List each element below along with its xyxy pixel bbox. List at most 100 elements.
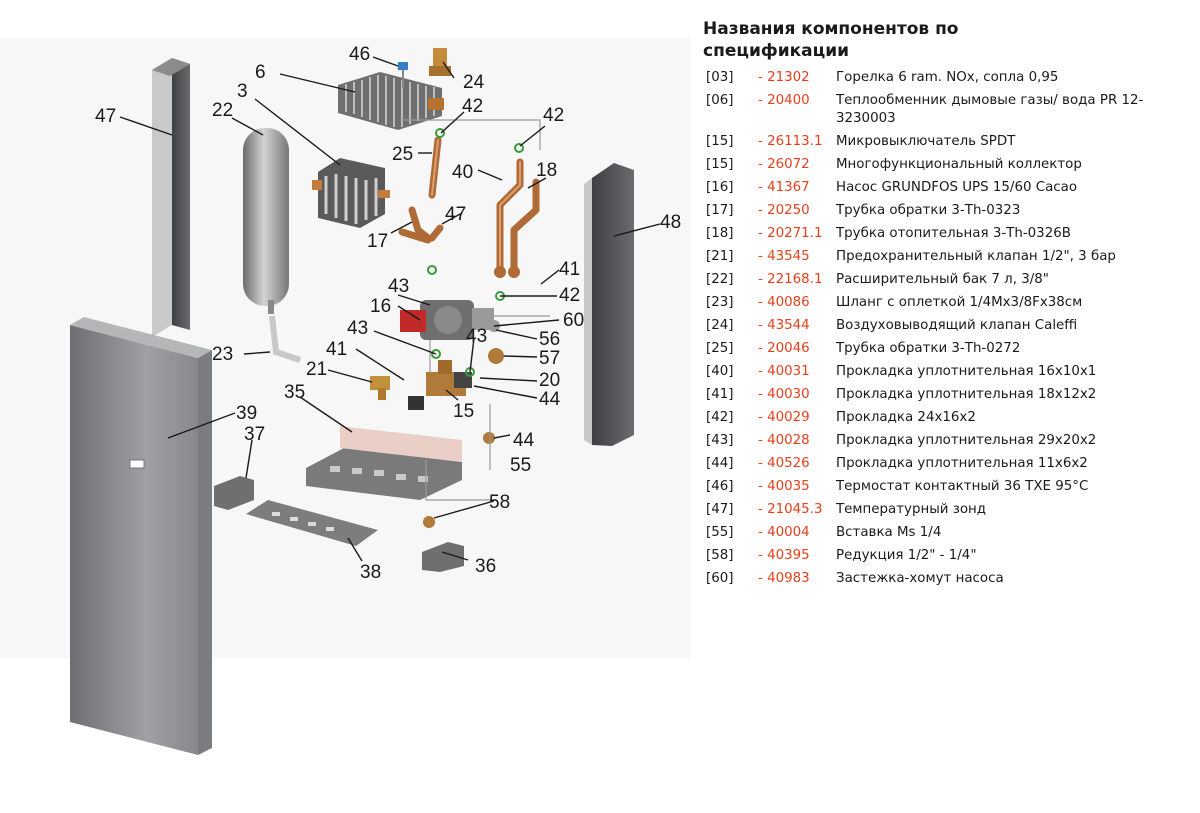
callout-58: 58 [489, 492, 510, 513]
spec-code: - 43544 [758, 318, 810, 333]
callout-15: 15 [453, 401, 474, 422]
callout-40: 40 [452, 162, 473, 183]
spec-description: Трубка обратки 3-Th-0272 [836, 341, 1021, 356]
spec-description: Теплообменник дымовые газы/ вода PR 12-3… [836, 93, 1144, 126]
callout-labels: 46 24 6 42 42 47 22 3 25 40 18 47 48 17 … [95, 44, 681, 583]
spec-description: Шланг с оплеткой 1/4Мх3/8Fх38см [836, 295, 1083, 310]
spec-description: Воздуховыводящий клапан Caleffi [836, 318, 1078, 333]
flue-heat-exchanger [338, 72, 444, 130]
spec-description: Прокладка уплотнительная 11х6х2 [836, 456, 1088, 471]
expansion-tank [243, 128, 289, 314]
spec-code: - 40395 [758, 548, 810, 563]
leader-lines [119, 56, 661, 562]
bracket-right [422, 542, 464, 572]
callout-57: 57 [539, 348, 560, 369]
spec-description: Прокладка уплотнительная 29х20х2 [836, 433, 1097, 448]
callout-43: 43 [388, 276, 409, 297]
spec-description: Температурный зонд [836, 502, 987, 517]
spec-ref: [43] [706, 433, 734, 448]
multifunction-manifold [408, 360, 472, 410]
spec-ref: [40] [706, 364, 734, 379]
side-panel-left [152, 58, 190, 337]
callout-41: 41 [326, 339, 347, 360]
callout-44: 44 [539, 389, 561, 410]
callout-37: 37 [244, 424, 265, 445]
callout-35: 35 [284, 382, 305, 403]
spec-row: [43] - 40028 Прокладка уплотнительная 29х2… [706, 432, 1186, 450]
spec-description: Прокладка 24х16х2 [836, 410, 976, 425]
spec-ref: [18] [706, 226, 734, 241]
spec-ref: [16] [706, 180, 734, 195]
callout-22: 22 [212, 100, 233, 121]
callout-47: 47 [95, 106, 116, 127]
bottom-rail [246, 500, 378, 546]
callout-42: 42 [559, 285, 580, 306]
spec-ref: [06] [706, 93, 734, 108]
spec-row: [60] - 40983 Застежка-хомут насоса [706, 570, 1186, 588]
callout-43: 43 [466, 326, 487, 347]
callout-56: 56 [539, 329, 560, 350]
spec-code: - 43545 [758, 249, 810, 264]
spec-code: - 20046 [758, 341, 810, 356]
spec-ref: [03] [706, 70, 734, 85]
spec-code: - 20400 [758, 93, 810, 108]
spec-row: [06] - 20400 Теплообменник дымовые газы/ в… [706, 92, 1186, 128]
spec-ref: [60] [706, 571, 734, 586]
callout-42: 42 [462, 96, 483, 117]
spec-code: - 40035 [758, 479, 810, 494]
spec-code: - 40004 [758, 525, 810, 540]
spec-description: Застежка-хомут насоса [836, 571, 1004, 586]
callout-16: 16 [370, 296, 391, 317]
spec-code: - 40031 [758, 364, 810, 379]
callout-36: 36 [475, 556, 496, 577]
spec-code: - 41367 [758, 180, 810, 195]
circulation-pump [400, 300, 494, 340]
spec-row: [25] - 20046 Трубка обратки 3-Th-0272 [706, 340, 1186, 358]
callout-43: 43 [347, 318, 368, 339]
spec-ref: [24] [706, 318, 734, 333]
callout-39: 39 [236, 403, 257, 424]
spec-ref: [25] [706, 341, 734, 356]
spec-description: Прокладка уплотнительная 18х12х2 [836, 387, 1097, 402]
spec-row: [18] - 20271.1 Трубка отопительная 3-Th-03… [706, 225, 1186, 243]
spec-title: Названия компонентов по спецификации [703, 19, 959, 61]
spec-code: - 26072 [758, 157, 810, 172]
bracket-left [214, 476, 254, 510]
spec-code: - 21045.3 [758, 502, 823, 517]
callout-42: 42 [543, 105, 564, 126]
spec-code: - 21302 [758, 70, 810, 85]
spec-description: Трубка отопительная 3-Th-0326B [836, 226, 1071, 241]
pipes [398, 136, 540, 278]
air-vent-valve [429, 48, 451, 76]
spec-ref: [46] [706, 479, 734, 494]
spec-code: - 20271.1 [758, 226, 823, 241]
callout-47: 47 [445, 204, 466, 225]
spec-row: [40] - 40031 Прокладка уплотнительная 16х1… [706, 363, 1186, 381]
spec-ref: [21] [706, 249, 734, 264]
spec-code: - 40030 [758, 387, 810, 402]
spec-code: - 40983 [758, 571, 810, 586]
spec-ref: [15] [706, 134, 734, 149]
spec-code: - 20250 [758, 203, 810, 218]
callout-17: 17 [367, 231, 388, 252]
callout-18: 18 [536, 160, 557, 181]
spec-description: Вставка Ms 1/4 [836, 525, 942, 540]
callout-46: 46 [349, 44, 370, 65]
spec-code: - 40028 [758, 433, 810, 448]
spec-description: Прокладка уплотнительная 16х10х1 [836, 364, 1097, 379]
spec-description: Микровыключатель SPDT [836, 134, 1016, 149]
safety-valve [370, 376, 390, 400]
spec-description: Многофункциональный коллектор [836, 157, 1082, 172]
spec-ref: [23] [706, 295, 734, 310]
specification-panel: Названия компонентов по спецификации [03… [690, 0, 1200, 813]
